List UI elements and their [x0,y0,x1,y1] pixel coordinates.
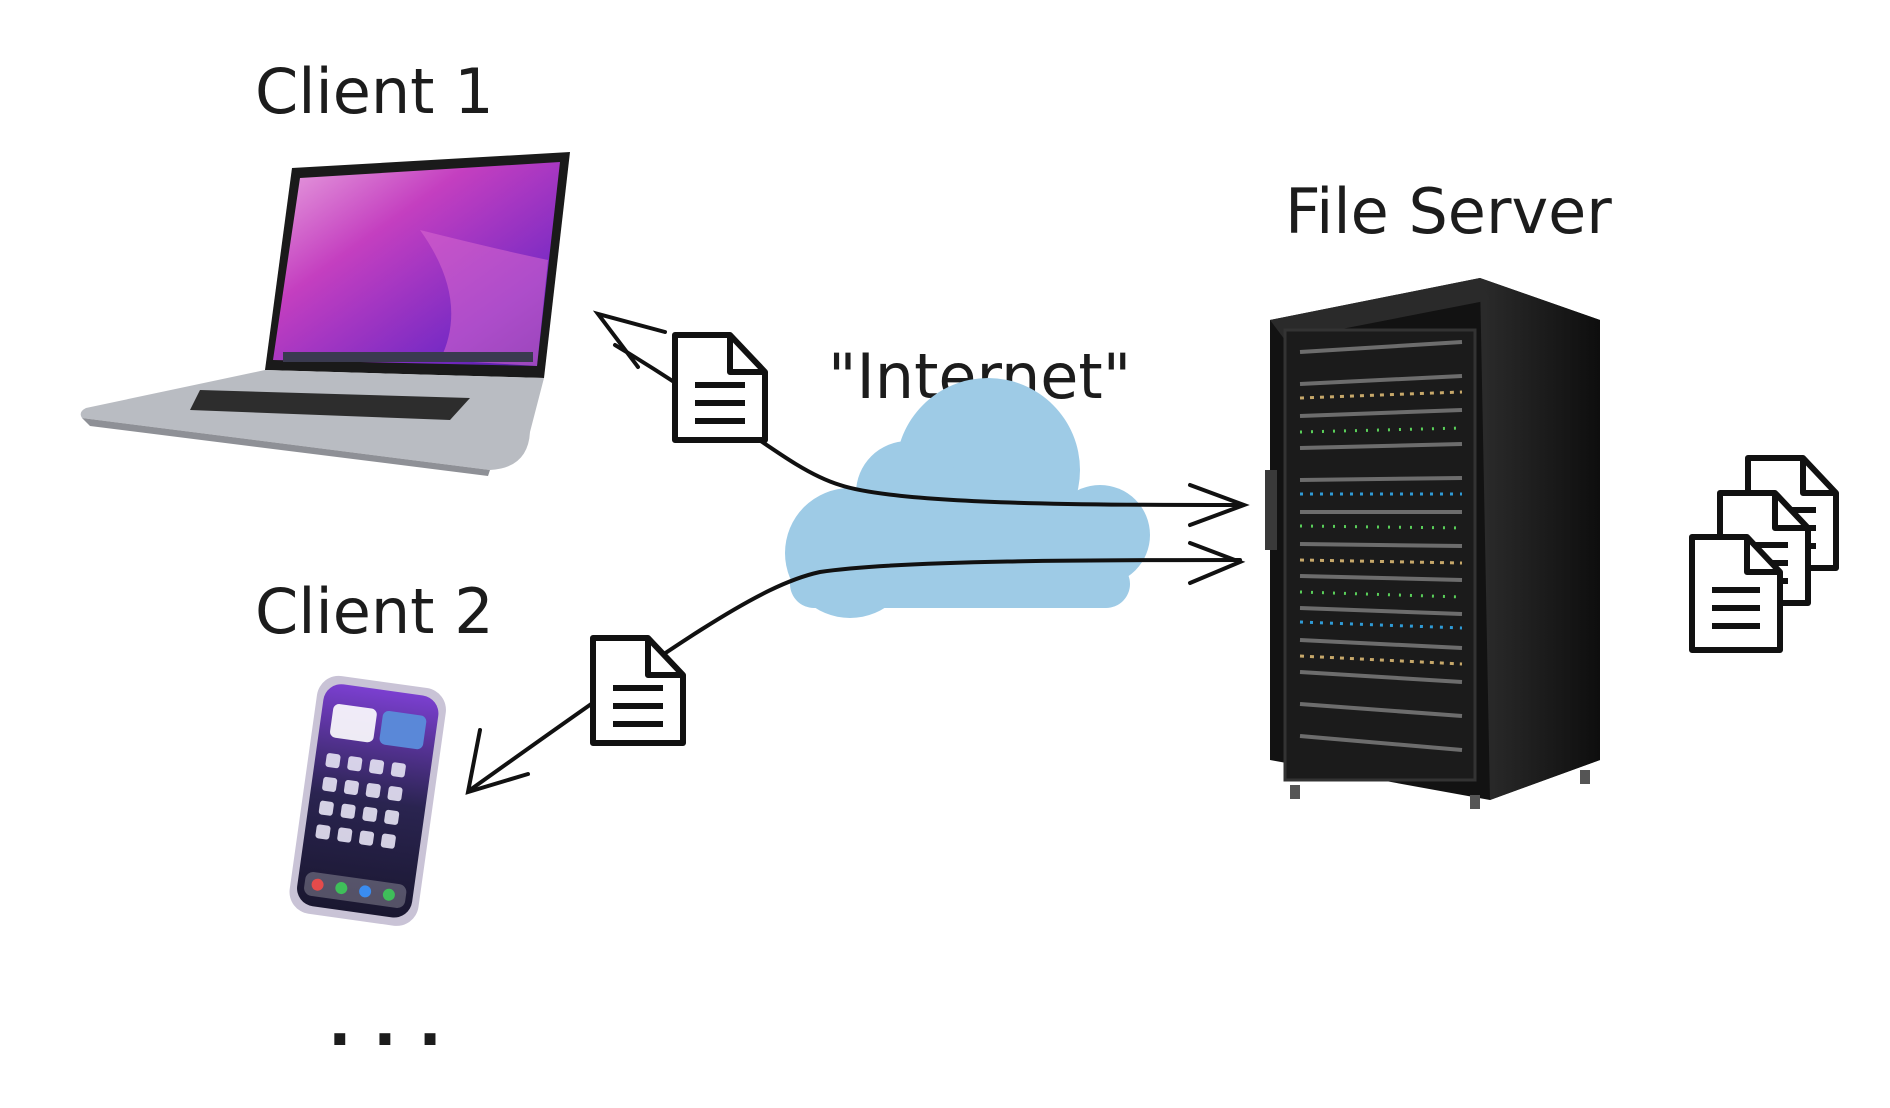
document-icon [590,635,686,746]
laptop-icon [80,152,570,476]
server-rack-icon [1265,278,1600,809]
arrowhead-server-upper [1188,483,1250,527]
arrowhead-client1 [592,310,667,369]
document-icon [672,332,768,443]
ellipsis-label: . . . [328,987,442,1060]
arrowhead-client2 [465,728,530,795]
documents-stack-icon [1689,455,1839,653]
smartphone-icon [289,675,446,926]
server-label: File Server [1285,175,1612,248]
client2-label: Client 2 [255,575,494,648]
arrowhead-server-lower [1188,541,1246,585]
client1-label: Client 1 [255,55,494,128]
cloud-icon [785,378,1150,618]
